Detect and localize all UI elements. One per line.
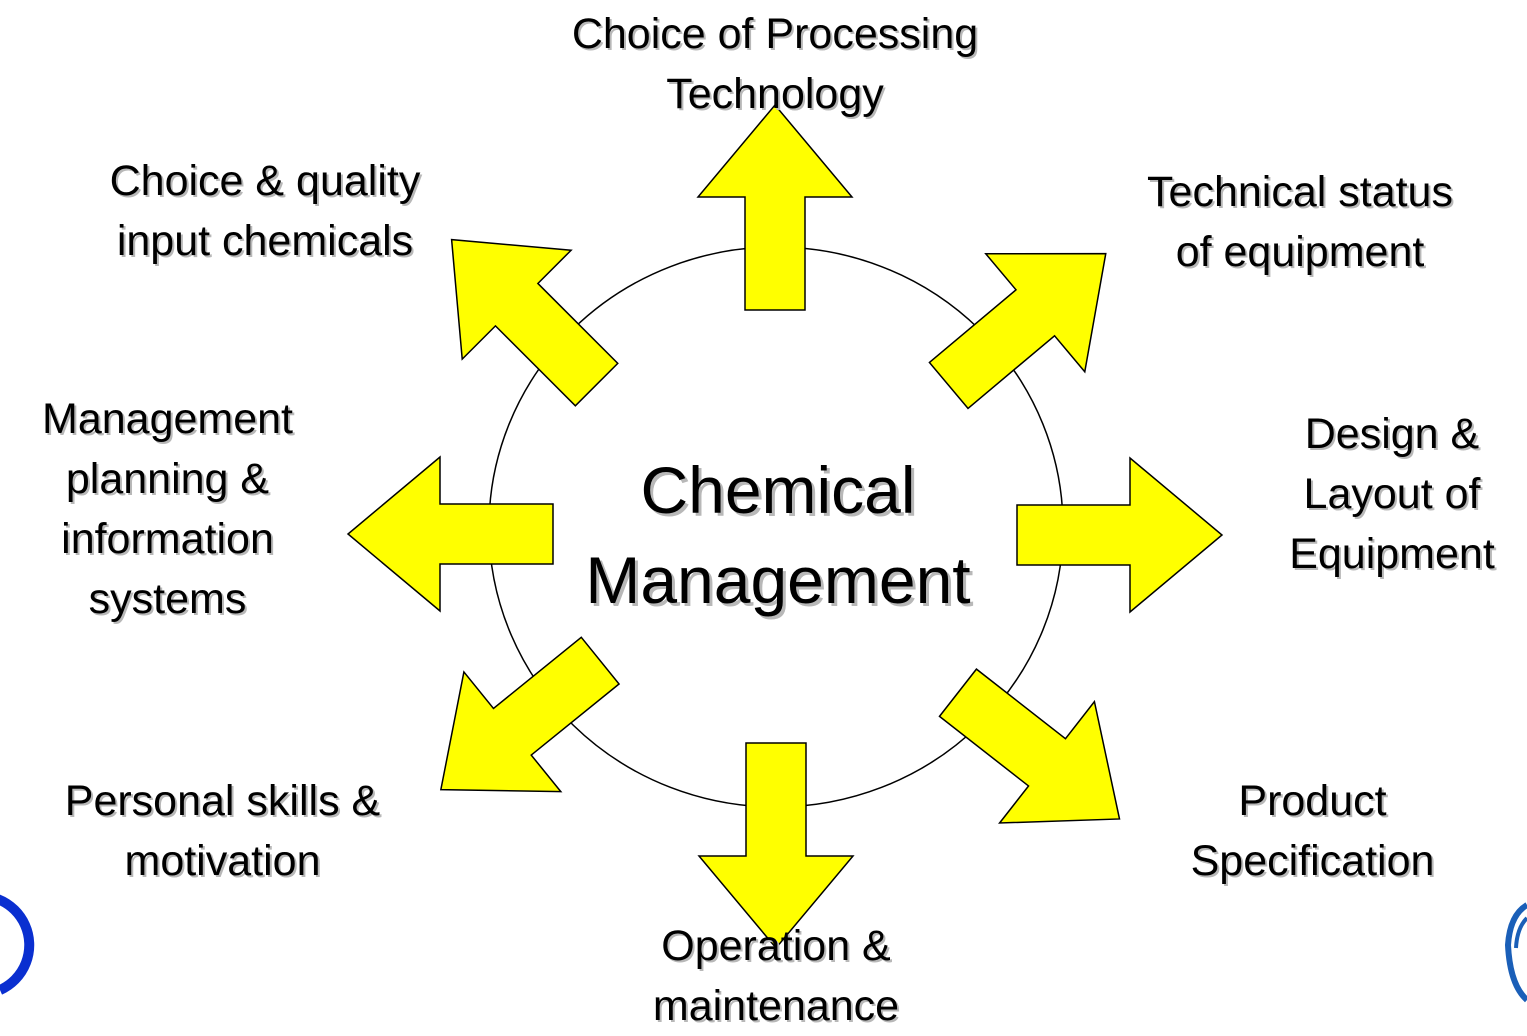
arrow-down bbox=[697, 742, 855, 950]
emblem-logo-icon bbox=[1504, 902, 1527, 1003]
center-title-line1: Chemical bbox=[640, 453, 916, 527]
arrow-upper-left bbox=[450, 238, 619, 407]
label-processing-technology: Choice of Processing Technology bbox=[475, 4, 1075, 124]
label-line: input chemicals bbox=[116, 217, 414, 265]
label-input-chemicals: Choice & quality input chemicals bbox=[55, 151, 475, 271]
label-design-layout: Design & Layout of Equipment bbox=[1252, 404, 1527, 584]
label-product-specification: Product Specification bbox=[1140, 771, 1485, 891]
label-management-planning: Management planning & information system… bbox=[0, 389, 335, 629]
label-line: of equipment bbox=[1175, 228, 1425, 276]
label-line: Choice of Processing bbox=[571, 10, 979, 58]
label-line: Operation & bbox=[661, 922, 891, 970]
label-technical-status: Technical status of equipment bbox=[1090, 162, 1510, 282]
label-line: Design & bbox=[1304, 410, 1480, 458]
label-line: planning & bbox=[65, 455, 270, 503]
label-line: Layout of bbox=[1303, 470, 1481, 518]
label-line: Choice & quality bbox=[109, 157, 421, 205]
label-line: Management bbox=[42, 395, 293, 443]
label-operation-maintenance: Operation & maintenance bbox=[576, 916, 976, 1036]
arrow-lower-left bbox=[439, 636, 621, 793]
center-title-line2: Management bbox=[585, 543, 971, 617]
arrow-left bbox=[346, 455, 554, 613]
arrow-lower-right bbox=[938, 668, 1121, 824]
label-personal-skills: Personal skills & motivation bbox=[10, 771, 435, 891]
arrow-right bbox=[1016, 456, 1224, 614]
label-line: Personal skills & bbox=[64, 777, 381, 825]
label-line: systems bbox=[88, 575, 247, 623]
label-line: Specification bbox=[1190, 837, 1435, 885]
label-line: maintenance bbox=[652, 982, 900, 1030]
label-line: information bbox=[61, 515, 274, 563]
arrow-upper-right bbox=[928, 252, 1107, 410]
blue-circle-logo-icon bbox=[0, 894, 35, 995]
label-line: motivation bbox=[124, 837, 321, 885]
label-line: Equipment bbox=[1289, 530, 1495, 578]
arrow-up bbox=[696, 103, 854, 311]
label-line: Technical status bbox=[1147, 168, 1453, 216]
label-line: Product bbox=[1238, 777, 1387, 825]
center-title: Chemical Management bbox=[538, 445, 1018, 625]
label-line: Technology bbox=[666, 70, 884, 118]
